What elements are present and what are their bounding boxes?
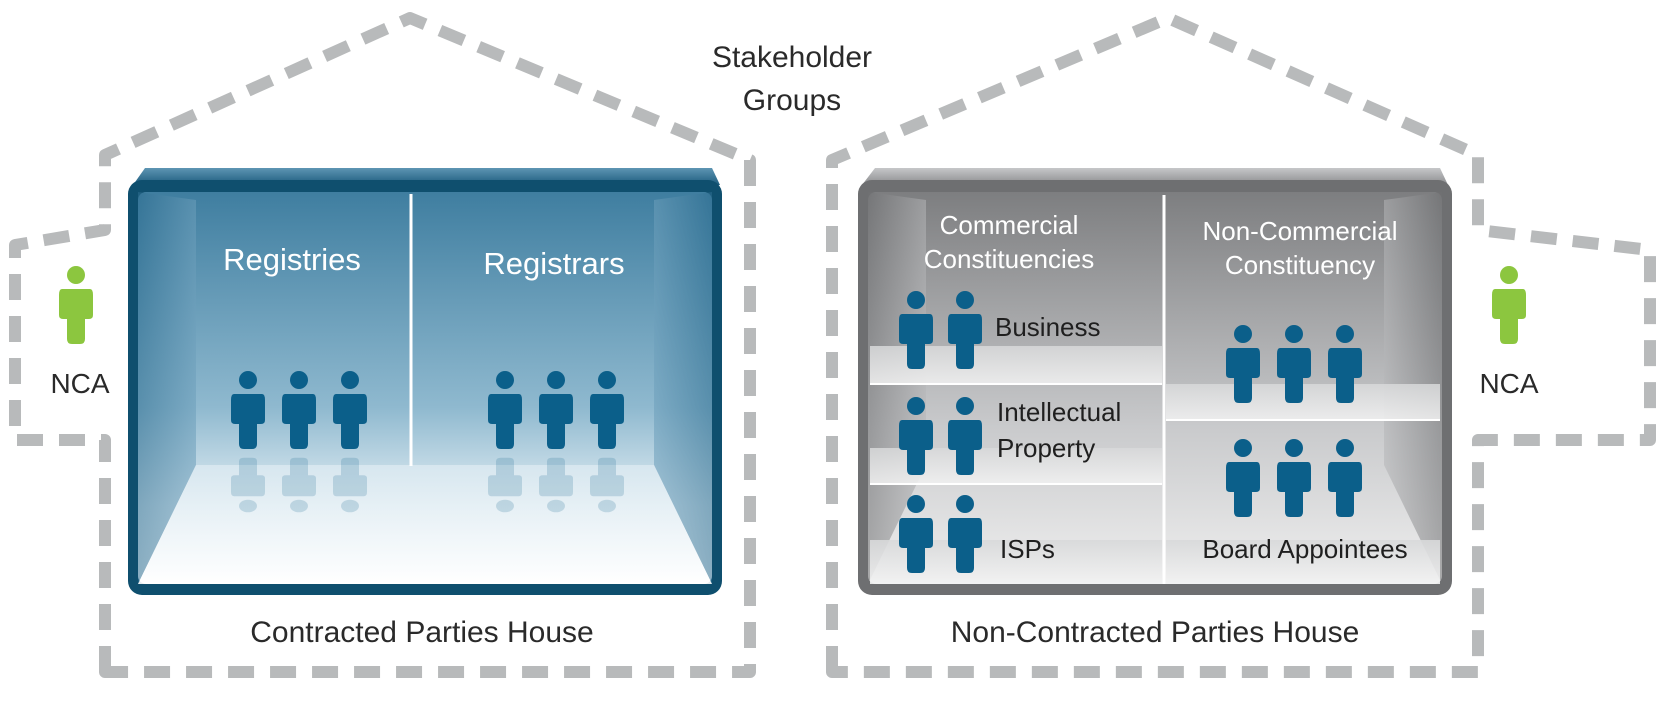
- noncommercial-heading-line2: Constituency: [1225, 250, 1375, 280]
- label-intellectual: Intellectual: [997, 397, 1121, 427]
- registrars-people-icon: [488, 371, 624, 449]
- contracted-parties-box: [128, 168, 722, 595]
- label-isps: ISPs: [1000, 534, 1055, 564]
- nca-left-person-icon: [59, 266, 93, 344]
- right-house-outline: [826, 12, 1656, 678]
- label-property: Property: [997, 433, 1095, 463]
- commercial-heading-line1: Commercial: [940, 210, 1079, 240]
- non-contracted-parties-box: [858, 168, 1452, 595]
- board-people-icon: [1226, 439, 1362, 517]
- registries-people-icon: [231, 371, 367, 449]
- room-label-registrars: Registrars: [483, 246, 624, 281]
- stakeholder-title-line2: Groups: [743, 84, 841, 117]
- room-label-registries: Registries: [223, 242, 361, 277]
- non-contracted-parties-house-label: Non-Contracted Parties House: [951, 616, 1360, 649]
- left-house-outline: [9, 12, 756, 678]
- stakeholder-title-line1: Stakeholder: [712, 41, 872, 74]
- contracted-parties-house-label: Contracted Parties House: [250, 616, 594, 649]
- label-business: Business: [995, 312, 1101, 342]
- label-board-appointees: Board Appointees: [1202, 534, 1407, 564]
- registrars-reflection: [488, 457, 624, 513]
- noncommercial-heading-line1: Non-Commercial: [1202, 216, 1397, 246]
- commercial-heading-line2: Constituencies: [924, 244, 1095, 274]
- registries-reflection: [231, 457, 367, 513]
- nca-right-person-icon: [1492, 266, 1526, 344]
- noncommercial-people-icon: [1226, 325, 1362, 403]
- nca-left-label: NCA: [50, 368, 109, 399]
- nca-right-label: NCA: [1479, 368, 1538, 399]
